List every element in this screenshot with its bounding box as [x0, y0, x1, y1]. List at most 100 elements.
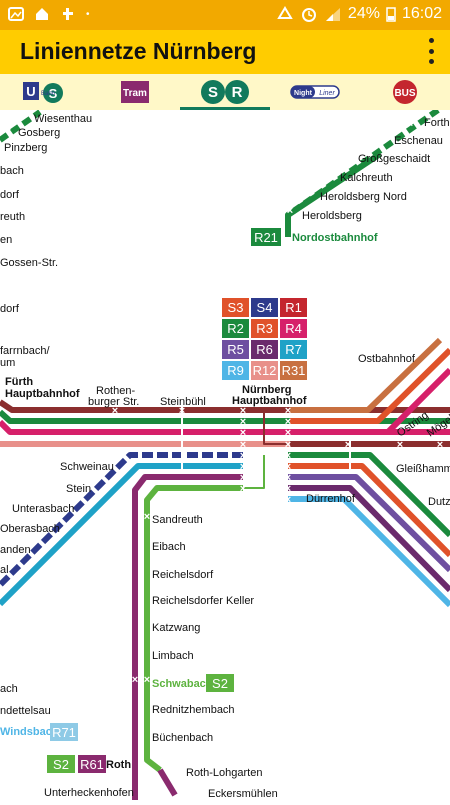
station-dutz[interactable]: Dutz	[428, 496, 450, 508]
station-steinbuehl[interactable]: Steinbühl	[160, 396, 206, 408]
station-limbach[interactable]: Limbach	[152, 650, 194, 662]
station-nordostbahnhof[interactable]: Nordostbahnhof	[292, 232, 378, 244]
station-anden[interactable]: anden	[0, 544, 31, 556]
station-eschenau[interactable]: Eschenau	[394, 135, 443, 147]
line-r5-se	[288, 474, 450, 573]
svg-text:Bahn: Bahn	[41, 91, 55, 97]
svg-text:×: ×	[285, 427, 291, 439]
station-rednitzhembach[interactable]: Rednitzhembach	[152, 704, 235, 716]
station-schweinau[interactable]: Schweinau	[60, 461, 114, 473]
legend-label: R31	[282, 363, 306, 378]
station-roth[interactable]: Roth	[106, 759, 131, 771]
legend-badge-r2[interactable]: R2	[222, 319, 249, 338]
legend-badge-r9[interactable]: R9	[222, 361, 249, 380]
station-kalchreuth[interactable]: Kalchreuth	[340, 172, 393, 184]
station-l1[interactable]: bach	[0, 165, 24, 177]
svg-text:×: ×	[240, 439, 246, 451]
station-eckersmuehlen[interactable]: Eckersmühlen	[208, 788, 278, 800]
svg-text:×: ×	[285, 450, 291, 462]
svg-text:R: R	[232, 84, 243, 101]
legend-badge-r12[interactable]: R12	[251, 361, 278, 380]
station-oberasbach[interactable]: Oberasbach	[0, 523, 60, 535]
network-map-svg[interactable]: ×× ×××× ×××× ×××× ××××× ××× ××× ×× ××× ×…	[0, 107, 450, 800]
station-reichelsdorf[interactable]: Reichelsdorf	[152, 569, 214, 581]
legend-label: R4	[285, 321, 302, 336]
station-rothenburger[interactable]: Rothen-	[96, 385, 135, 397]
badge-r21[interactable]: R21	[251, 228, 281, 246]
station-schwabach[interactable]: Schwabach	[152, 678, 213, 690]
badge-s2-roth[interactable]: S2	[47, 755, 75, 773]
svg-text:×: ×	[357, 151, 363, 163]
tab-sbahn[interactable]: S R	[180, 74, 270, 110]
legend-label: R6	[256, 342, 273, 357]
station-l5[interactable]: Gossen-Str.	[0, 257, 58, 269]
station-heroldsbergnord[interactable]: Heroldsberg Nord	[320, 191, 407, 203]
legend-badge-r1[interactable]: R1	[280, 298, 307, 317]
svg-text:R61: R61	[80, 757, 104, 772]
station-rothlohgarten[interactable]: Roth-Lohgarten	[186, 767, 262, 779]
legend-badge-r4[interactable]: R4	[280, 319, 307, 338]
svg-text:×: ×	[15, 113, 21, 125]
station-ach[interactable]: ach	[0, 683, 18, 695]
station-ndettelsau[interactable]: ndettelsau	[0, 705, 51, 717]
station-unterasbach[interactable]: Unterasbach	[12, 503, 74, 515]
station-l6[interactable]: dorf	[0, 303, 20, 315]
svg-text:R71: R71	[52, 725, 76, 740]
dot-icon: •	[86, 8, 90, 20]
legend-label: R9	[227, 363, 244, 378]
station-wiesenthau[interactable]: Wiesenthau	[34, 113, 92, 125]
tab-bus[interactable]: BUS	[360, 74, 450, 110]
station-farrnbach[interactable]: farrnbach/	[0, 345, 50, 357]
station-forth[interactable]: Forth	[424, 117, 450, 129]
station-l3[interactable]: reuth	[0, 211, 25, 223]
station-buechenbach[interactable]: Büchenbach	[152, 732, 213, 744]
svg-text:×: ×	[240, 416, 246, 428]
station-duerrenhof[interactable]: Dürrenhof	[306, 493, 356, 505]
station-katzwang[interactable]: Katzwang	[152, 622, 200, 634]
overflow-menu-icon[interactable]	[426, 38, 436, 64]
badge-s2-schwabach[interactable]: S2	[206, 674, 234, 692]
station-al[interactable]: al	[0, 564, 9, 576]
home-icon	[36, 8, 48, 20]
legend-badge-s4[interactable]: S4	[251, 298, 278, 317]
svg-text:×: ×	[240, 405, 246, 417]
station-ticks-green: ×× ××× ×××	[5, 113, 413, 217]
station-nuernberg-hbf-2[interactable]: Hauptbahnhof	[232, 395, 307, 407]
svg-text:S: S	[208, 84, 218, 101]
station-ostbahnhof[interactable]: Ostbahnhof	[358, 353, 416, 365]
svg-text:×: ×	[345, 439, 351, 451]
station-sandreuth[interactable]: Sandreuth	[152, 514, 203, 526]
badge-r61[interactable]: R61	[78, 755, 106, 773]
network-map[interactable]: ×× ×××× ×××× ×××× ××××× ××× ××× ×× ××× ×…	[0, 107, 450, 800]
station-fuerth-2[interactable]: Hauptbahnhof	[5, 388, 80, 400]
station-grossgeschaidt[interactable]: Großgeschaidt	[358, 153, 430, 165]
svg-text:×: ×	[285, 416, 291, 428]
station-pinzberg[interactable]: Pinzberg	[4, 142, 47, 154]
legend-badge-r3[interactable]: R3	[251, 319, 278, 338]
legend-badge-r31[interactable]: R31	[280, 361, 307, 380]
station-eibach[interactable]: Eibach	[152, 541, 186, 553]
connector-hbf-1	[263, 410, 288, 445]
station-unterheckenhofen[interactable]: Unterheckenhofen	[44, 787, 134, 799]
legend-badge-r7[interactable]: R7	[280, 340, 307, 359]
station-heroldsberg[interactable]: Heroldsberg	[302, 210, 362, 222]
tab-nightliner[interactable]: Night Liner	[270, 74, 360, 110]
station-rothenburger-2[interactable]: burger Str.	[88, 396, 139, 408]
badge-r71[interactable]: R71	[50, 723, 78, 741]
station-stein[interactable]: Stein	[66, 483, 91, 495]
station-nuernberg-hbf[interactable]: Nürnberg	[242, 384, 292, 396]
station-l2[interactable]: dorf	[0, 189, 20, 201]
legend-badge-r5[interactable]: R5	[222, 340, 249, 359]
station-farrnbach-2[interactable]: um	[0, 357, 15, 369]
line-r31-east	[290, 337, 443, 413]
legend-badge-s3[interactable]: S3	[222, 298, 249, 317]
station-gleisshammer[interactable]: Gleißhamm	[396, 463, 450, 475]
station-windsbach[interactable]: Windsbach	[0, 726, 59, 738]
station-reichelsdorferkeller[interactable]: Reichelsdorfer Keller	[152, 595, 254, 607]
tab-tram[interactable]: Tram	[90, 74, 180, 110]
tab-ubahn-sbahn[interactable]: U S Bahn	[0, 74, 90, 110]
legend-badge-r6[interactable]: R6	[251, 340, 278, 359]
station-l4[interactable]: en	[0, 234, 12, 246]
station-fuerth[interactable]: Fürth	[5, 376, 33, 388]
station-gosberg[interactable]: Gosberg	[18, 127, 60, 139]
